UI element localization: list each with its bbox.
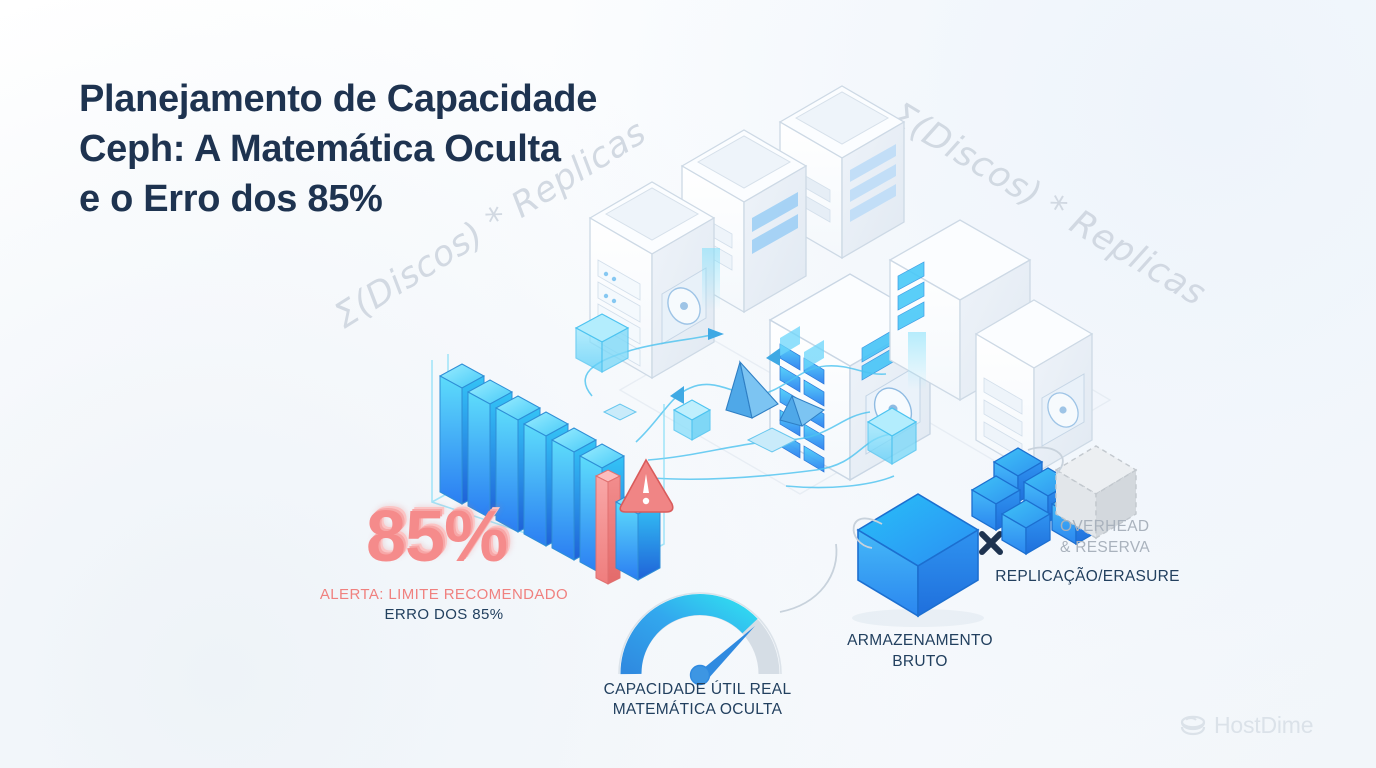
page-title: Planejamento de Capacidade Ceph: A Matem… bbox=[79, 74, 699, 224]
chart-bars bbox=[438, 363, 662, 585]
gauge-caption: CAPACIDADE ÚTIL REAL MATEMÁTICA OCULTA bbox=[585, 680, 810, 720]
pyramid-shape-2 bbox=[779, 394, 825, 427]
gauge-fill bbox=[620, 594, 758, 675]
warning-triangle-icon bbox=[619, 458, 674, 513]
hostdime-logo: HostDime bbox=[1180, 712, 1314, 739]
stacked-discs-icon bbox=[1180, 714, 1206, 738]
multiply-icon bbox=[979, 531, 1003, 555]
storage-formula-group bbox=[848, 430, 1158, 630]
hostdime-logo-text: HostDime bbox=[1214, 712, 1314, 738]
raw-storage-caption: ARMAZENAMENTO BRUTO bbox=[820, 630, 1020, 672]
overhead-caption-line-1: OVERHEAD bbox=[1060, 518, 1150, 535]
title-line-1: Planejamento de Capacidade bbox=[79, 78, 598, 120]
title-line-3: e o Erro dos 85% bbox=[79, 178, 383, 220]
pyramid-shape bbox=[725, 360, 779, 419]
title-line-2: Ceph: A Matemática Oculta bbox=[79, 128, 561, 170]
raw-storage-cube bbox=[856, 493, 980, 618]
raw-storage-caption-line-1: ARMAZENAMENTO bbox=[847, 632, 993, 649]
threshold-percent-value: 85% bbox=[366, 497, 508, 577]
floating-cube-right bbox=[866, 407, 918, 466]
data-beam bbox=[702, 248, 926, 390]
alert-caption-line-1: ALERTA: LIMITE RECOMENDADO bbox=[319, 586, 569, 603]
gauge-to-storage-connector bbox=[770, 440, 1100, 630]
alert-caption: ALERTA: LIMITE RECOMENDADO ERRO DOS 85% bbox=[316, 586, 572, 623]
overhead-ghost-cube bbox=[1054, 445, 1138, 540]
diamond-plate bbox=[602, 403, 798, 453]
server-rack-cluster bbox=[588, 70, 1150, 495]
gauge-needle bbox=[689, 626, 755, 686]
hard-disk-icon bbox=[661, 267, 707, 345]
floating-cube bbox=[574, 313, 630, 374]
replication-caption: REPLICAÇÃO/ERASURE bbox=[995, 568, 1180, 585]
gauge-caption-line-2: MATEMÁTICA OCULTA bbox=[612, 701, 783, 718]
raw-storage-caption-line-2: BRUTO bbox=[892, 653, 948, 670]
gauge-outer-ring bbox=[618, 592, 782, 675]
data-flow-connectors bbox=[540, 300, 960, 530]
hard-disk-icon-right bbox=[1041, 373, 1085, 447]
capacity-gauge bbox=[605, 578, 795, 688]
overhead-caption: OVERHEAD & RESERVA bbox=[1060, 516, 1240, 558]
alert-caption-line-2: ERRO DOS 85% bbox=[384, 606, 504, 623]
overhead-caption-line-2: & RESERVA bbox=[1060, 539, 1150, 556]
gauge-caption-line-1: CAPACIDADE ÚTIL REAL bbox=[603, 681, 792, 698]
isometric-bar-chart bbox=[418, 352, 688, 592]
floating-cube-small bbox=[672, 399, 712, 441]
